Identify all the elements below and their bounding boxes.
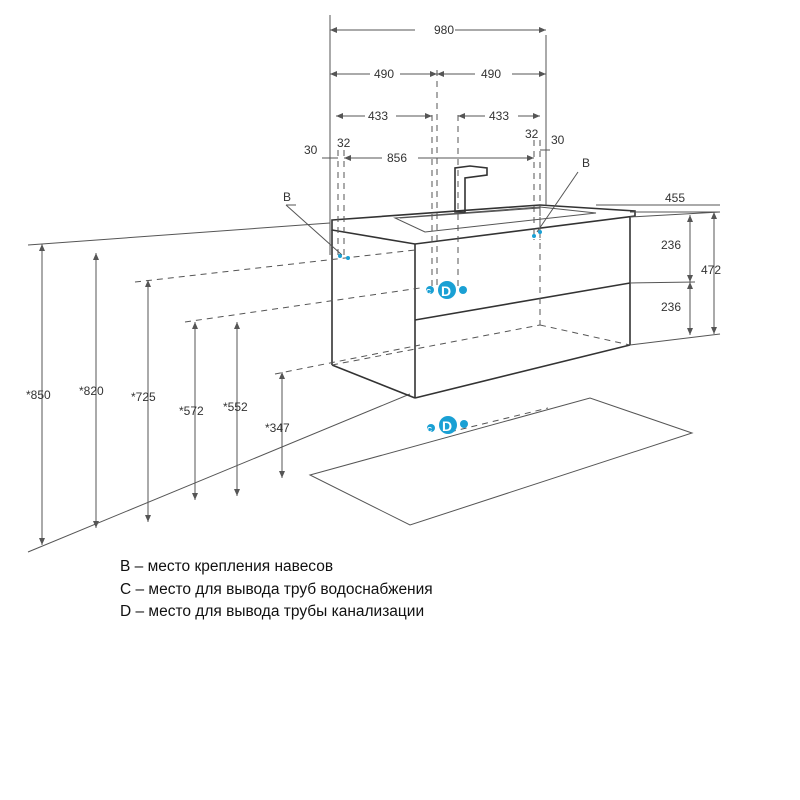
dim-236-top: 236 [661,238,681,252]
dim-490-left: 490 [374,67,394,81]
marker-d-lower: D [442,418,452,434]
marker-c-lower: C [427,427,432,434]
vanity-body [331,165,636,399]
dim-h347: *347 [265,421,290,435]
dim-labels-top: 980 490 490 433 433 30 32 856 32 30 [304,23,565,165]
pipe-outlets-lower: C D [427,416,468,434]
legend-item-b: B – место крепления навесов [120,558,334,575]
dim-lines-top [322,27,550,161]
mount-point-right-icon [532,234,536,238]
dim-30-right: 30 [551,133,565,147]
dim-472: 472 [701,263,721,277]
dim-455: 455 [665,191,685,205]
mount-point-left-icon-2 [346,256,350,260]
legend: B – место крепления навесов C – место дл… [120,556,760,624]
mount-point-right-icon-2 [538,230,542,234]
pipe-outlets-upper: C D [426,281,467,299]
dim-32-right: 32 [525,127,539,141]
extension-lines [329,15,547,290]
marker-b-right: B [582,156,590,170]
dim-right: 455 236 236 472 [596,191,721,346]
mount-point-left-icon [338,254,342,258]
dim-236-bottom: 236 [661,300,681,314]
dim-h552: *552 [223,400,248,414]
legend-item-d: D – место для вывода трубы канализации [120,603,425,620]
legend-item-c: C – место для вывода труб водоснабжения [120,580,433,598]
dim-h850: *850 [26,388,51,402]
dim-32-left: 32 [337,136,351,150]
dim-left-heights: *850 *820 *725 *572 *552 *347 [26,244,549,545]
mounting-markers: B B [283,156,590,260]
marker-b-left: B [283,190,291,204]
dim-433-right: 433 [489,109,509,123]
dim-980: 980 [434,23,454,37]
vanity-unit-drawing: 980 490 490 433 433 30 32 856 32 30 455 … [26,15,721,553]
marker-d-upper: D [441,283,451,299]
dim-30-left: 30 [304,143,318,157]
dim-856: 856 [387,151,407,165]
dim-h725: *725 [131,390,156,404]
marker-c-upper: C [426,289,431,296]
dim-433-left: 433 [368,109,388,123]
dim-490-right: 490 [481,67,501,81]
wall-lines [27,222,694,553]
dim-h572: *572 [179,404,204,418]
dim-h820: *820 [79,384,104,398]
